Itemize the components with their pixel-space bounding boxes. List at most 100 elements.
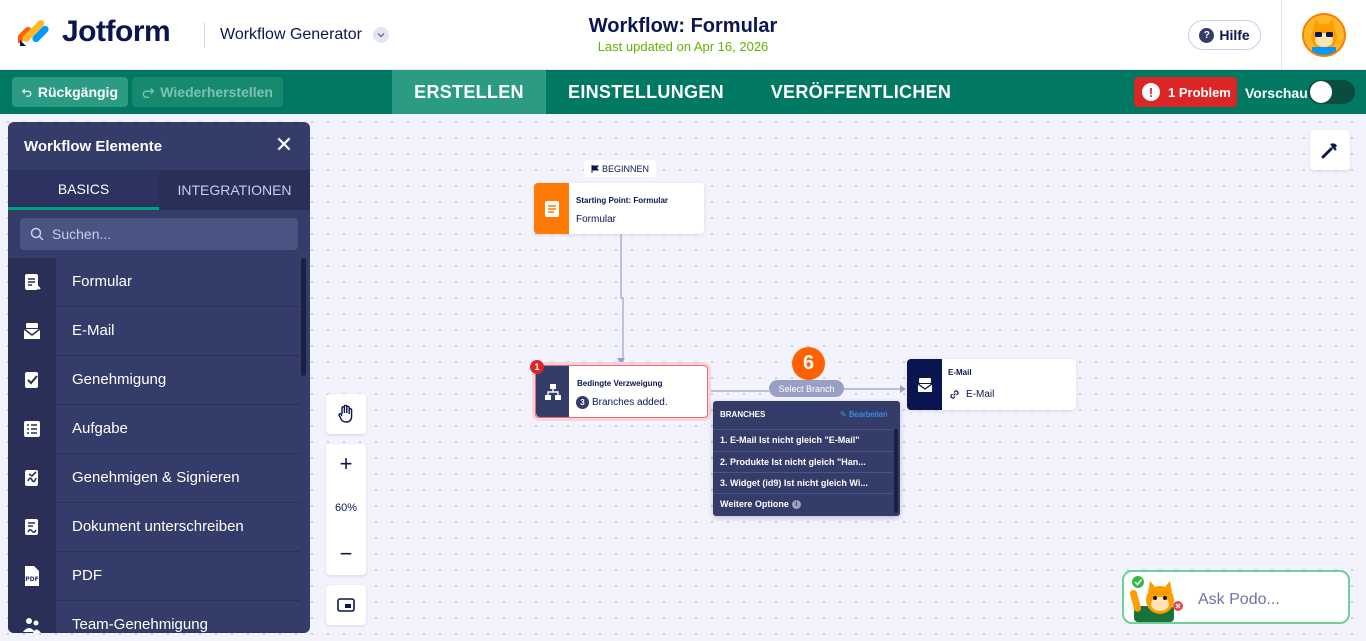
chevron-down-icon[interactable] — [373, 27, 389, 43]
pan-tool-button[interactable] — [326, 394, 366, 434]
undo-icon — [22, 88, 32, 97]
element-label: Formular — [72, 273, 133, 290]
panel-scrollbar[interactable] — [301, 258, 306, 376]
form-icon — [8, 258, 56, 306]
branches-heading: BRANCHES — [720, 410, 766, 419]
preview-label: Vorschau — [1245, 85, 1308, 101]
tab-publish[interactable]: VERÖFFENTLICHEN — [770, 81, 952, 102]
redo-label: Wiederherstellen — [160, 84, 273, 100]
podo-mascot-icon — [1130, 576, 1183, 622]
tab-integrations[interactable]: INTEGRATIONEN — [177, 182, 292, 198]
question-icon: ? — [1199, 27, 1215, 43]
search-placeholder: Suchen... — [52, 226, 112, 242]
branch-count: 3 — [576, 396, 589, 409]
preview-toggle[interactable] — [1308, 80, 1355, 104]
zoom-level: 60% — [334, 502, 358, 514]
element-approve-sign[interactable]: Genehmigen & Signieren — [8, 454, 300, 503]
builder-toolbar: Rückgängig Wiederherstellen ERSTELLEN EI… — [0, 70, 1366, 114]
tab-basics[interactable]: BASICS — [8, 170, 159, 210]
svg-text:PDF: PDF — [25, 576, 38, 583]
sign-document-icon — [8, 503, 56, 551]
minimap-button[interactable] — [326, 585, 366, 625]
begin-label: BEGINNEN — [601, 163, 649, 174]
close-icon[interactable]: ✕ — [274, 132, 294, 157]
ask-podo-button[interactable]: Ask Podo... — [1122, 570, 1350, 624]
element-label: Genehmigen & Signieren — [72, 469, 240, 486]
element-task[interactable]: Aufgabe — [8, 405, 300, 454]
branch-option-3[interactable]: 3. Widget (id9) Ist nicht gleich Wi... — [713, 472, 893, 493]
jotform-logo-icon[interactable] — [18, 16, 50, 48]
magic-wand-icon — [1321, 143, 1337, 159]
redo-button[interactable]: Wiederherstellen — [132, 77, 283, 107]
email-node[interactable]: E-Mail E-Mail — [907, 359, 1076, 410]
step-number-badge: 6 — [792, 347, 825, 380]
problem-label: 1 Problem — [1168, 84, 1231, 100]
element-pdf[interactable]: PDF PDF — [8, 552, 300, 601]
start-node-subtitle: Formular — [576, 214, 617, 225]
panel-title: Workflow Elemente — [24, 138, 163, 155]
search-input[interactable]: Suchen... — [20, 218, 298, 250]
undo-button[interactable]: Rückgängig — [12, 77, 128, 107]
problem-button[interactable]: ! 1 Problem — [1134, 77, 1237, 107]
branch-option-1[interactable]: 1. E-Mail Ist nicht gleich "E-Mail" — [713, 429, 893, 450]
element-team-approval[interactable]: Team-Genehmigung — [8, 601, 300, 633]
condition-node-title: Bedingte Verzweigung — [577, 379, 663, 388]
element-label: Team-Genehmigung — [72, 616, 208, 633]
select-branch-button[interactable]: Select Branch — [769, 380, 844, 397]
help-button[interactable]: ? Hilfe — [1188, 20, 1261, 50]
header-divider — [204, 22, 205, 48]
approve-sign-icon — [8, 454, 56, 502]
ask-podo-label: Ask Podo... — [1198, 591, 1280, 608]
brand-name[interactable]: Jotform — [62, 15, 171, 48]
email-node-subtitle: E-Mail — [966, 389, 995, 400]
element-email[interactable]: E-Mail — [8, 307, 300, 356]
link-icon — [950, 390, 959, 399]
element-label: PDF — [72, 567, 102, 584]
branches-scrollbar[interactable] — [894, 429, 898, 513]
alert-icon: ! — [1142, 83, 1160, 101]
start-node[interactable]: Starting Point: Formular Formular — [534, 183, 704, 234]
undo-label: Rückgängig — [37, 84, 118, 100]
email-node-icon — [907, 359, 942, 410]
team-approval-icon — [8, 601, 56, 633]
element-label: E-Mail — [72, 322, 115, 339]
element-form[interactable]: Formular — [8, 258, 300, 307]
email-icon — [8, 307, 56, 355]
minimap-icon — [337, 598, 355, 612]
zoom-out-button[interactable]: − — [339, 541, 353, 566]
branches-dropdown: BRANCHES ✎ Bearbeiten 1. E-Mail Ist nich… — [713, 401, 900, 516]
app-switcher-label[interactable]: Workflow Generator — [220, 26, 362, 43]
element-list: Formular E-Mail Genehmigung Aufgabe Gene… — [8, 258, 300, 633]
element-sign-document[interactable]: Dokument unterschreiben — [8, 503, 300, 552]
panel-tabs: BASICS INTEGRATIONEN — [8, 170, 310, 210]
app-header: Jotform Workflow Generator Workflow: For… — [0, 0, 1366, 70]
form-icon — [534, 183, 569, 234]
tab-settings[interactable]: EINSTELLUNGEN — [568, 81, 724, 102]
zoom-controls: + 60% − — [326, 444, 366, 575]
hand-icon — [338, 404, 353, 423]
branch-option-2[interactable]: 2. Produkte Ist nicht gleich "Han... — [713, 451, 893, 472]
start-node-title: Starting Point: Formular — [576, 196, 668, 205]
error-badge[interactable]: 1 — [530, 360, 544, 374]
task-icon — [8, 405, 56, 453]
begin-tag: BEGINNEN — [584, 160, 656, 177]
pdf-icon: PDF — [8, 552, 56, 600]
search-icon — [30, 227, 44, 241]
avatar[interactable] — [1302, 13, 1346, 57]
element-label: Genehmigung — [72, 371, 167, 388]
more-options-label: Weitere Optione — [720, 499, 789, 509]
auto-arrange-button[interactable] — [1310, 130, 1350, 170]
toggle-knob — [1310, 81, 1332, 103]
tab-create[interactable]: ERSTELLEN — [392, 70, 546, 114]
help-button-label: Hilfe — [1219, 27, 1250, 43]
zoom-in-button[interactable]: + — [339, 451, 353, 476]
email-node-title: E-Mail — [948, 368, 972, 377]
redo-icon — [142, 87, 155, 98]
branches-edit-link[interactable]: ✎ Bearbeiten — [840, 410, 888, 419]
element-approval[interactable]: Genehmigung — [8, 356, 300, 405]
approval-icon — [8, 356, 56, 404]
email-node-subtitle-row: E-Mail — [949, 389, 994, 400]
